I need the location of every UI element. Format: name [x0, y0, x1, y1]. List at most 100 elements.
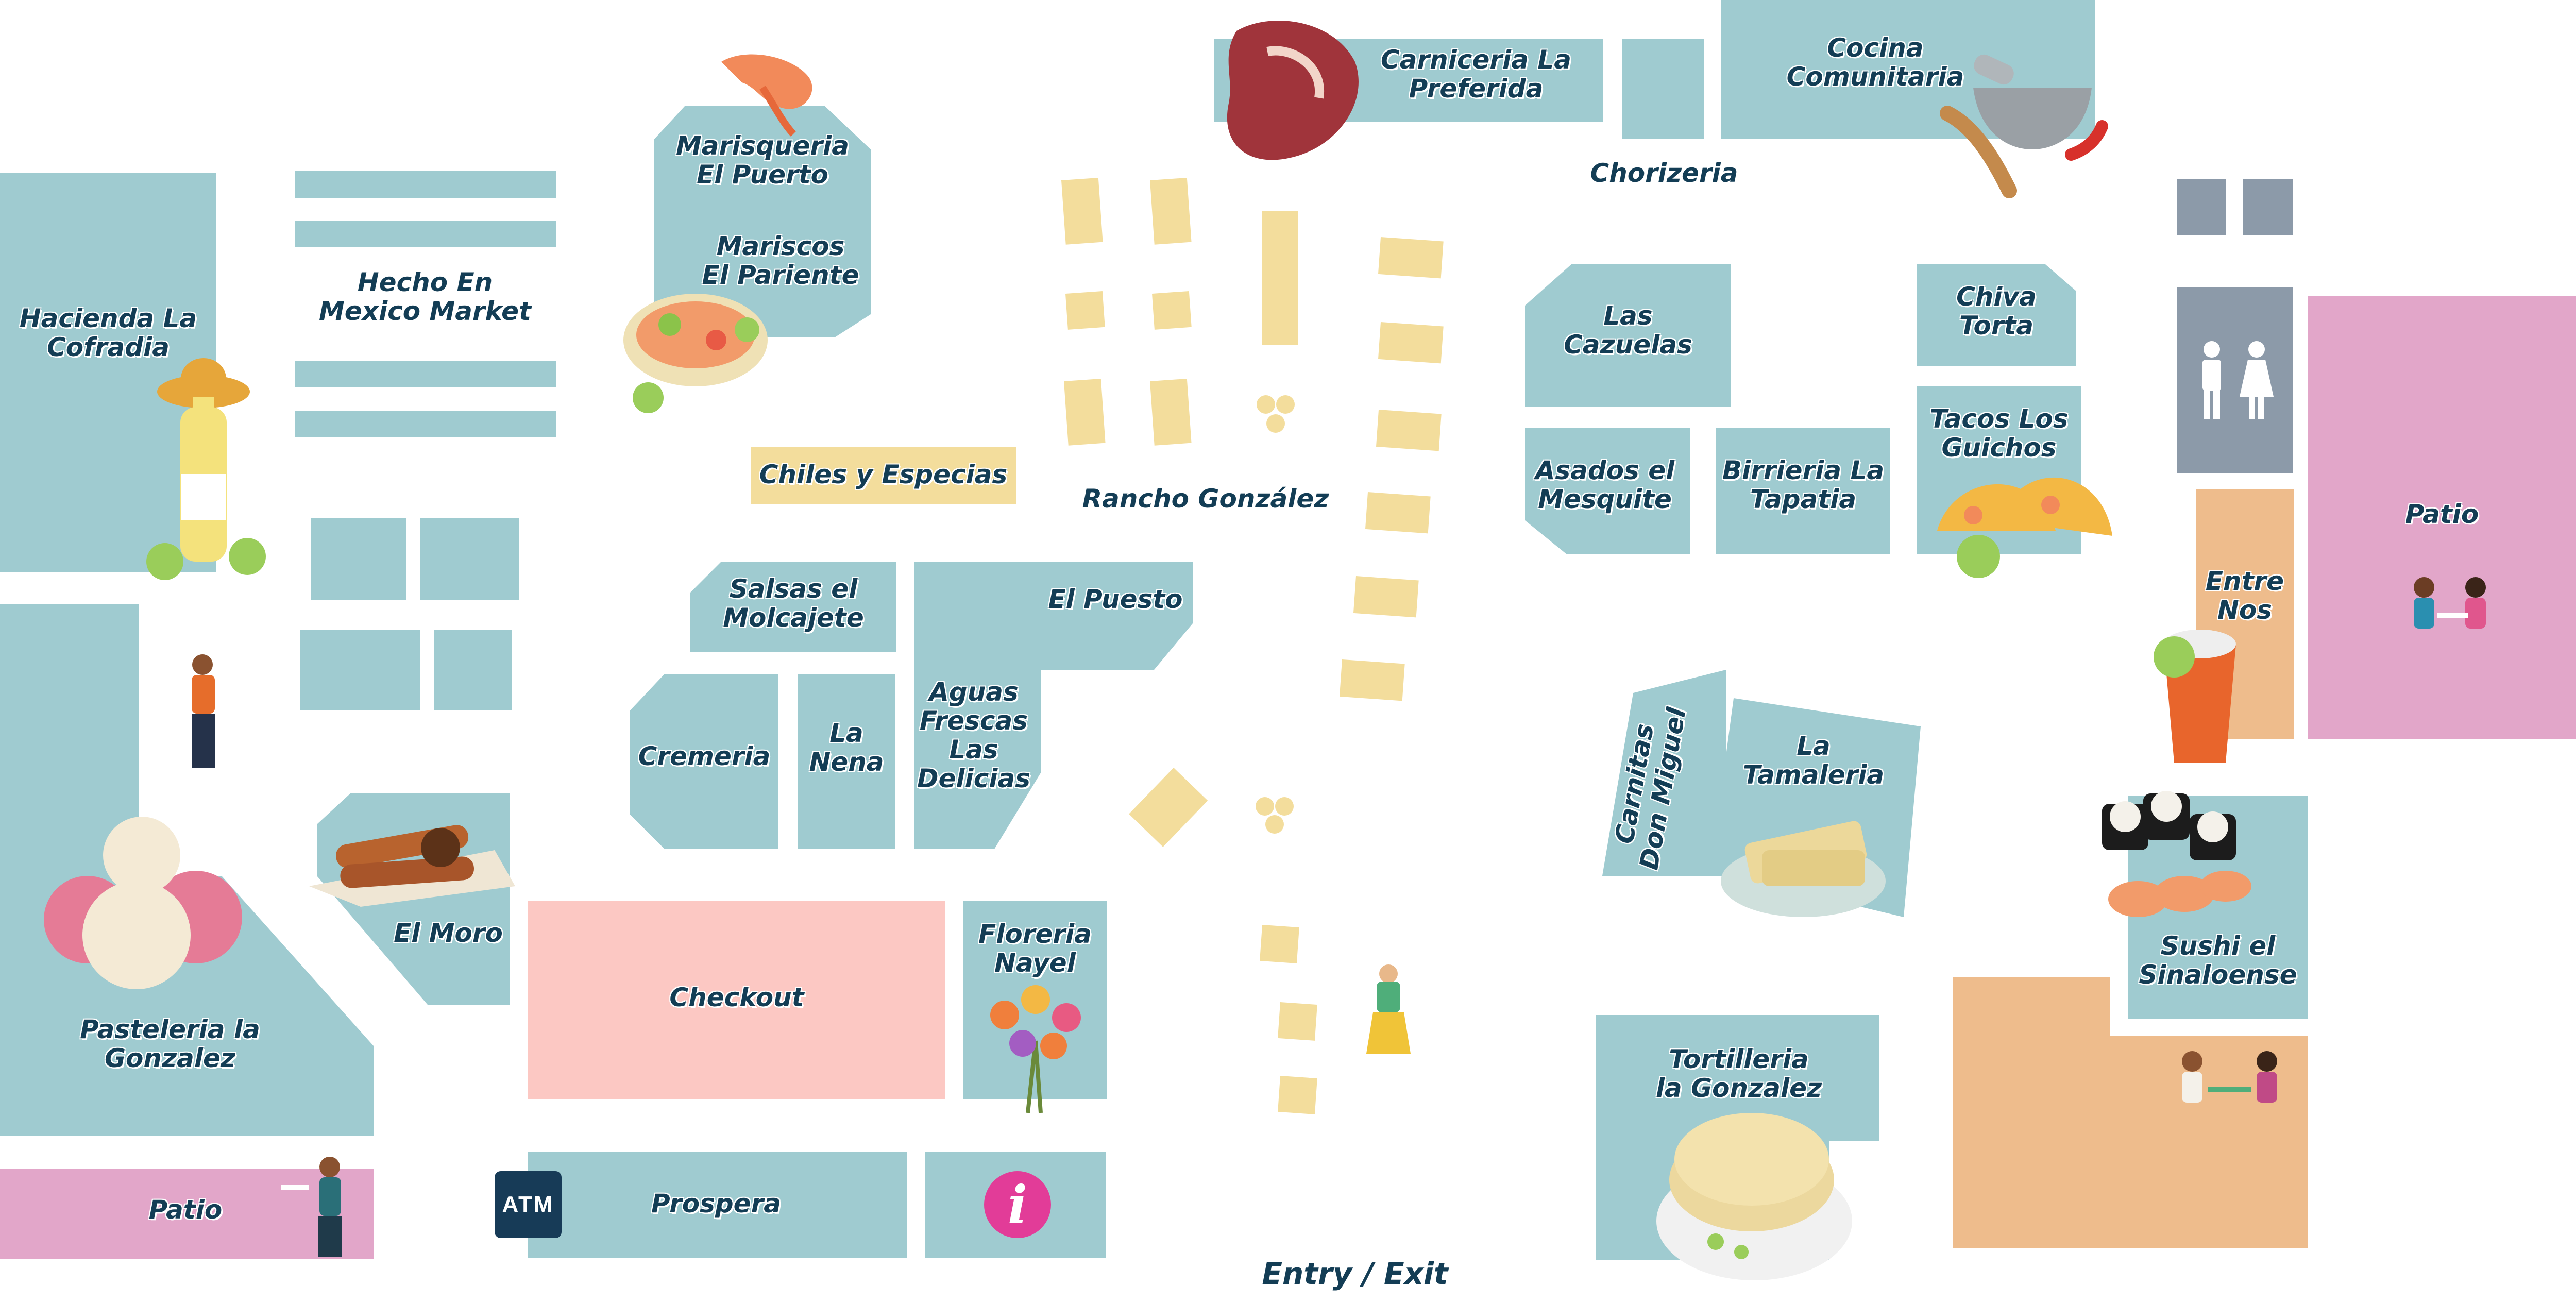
checkout-shape[interactable]	[528, 901, 945, 1099]
flowers-illustration	[990, 985, 1081, 1113]
patio-left-diner-illustration	[281, 1157, 342, 1257]
stall-cazuelas-shape[interactable]	[1525, 264, 1731, 407]
kiosk	[1150, 378, 1192, 446]
stall-hecho-bar-1	[295, 171, 556, 198]
stall-small-1[interactable]	[311, 518, 406, 600]
label-tacos-guichos: Tacos Los Guichos	[1929, 404, 2069, 463]
stall-small-top[interactable]	[1622, 39, 1704, 139]
label-sushi: Sushi el Sinaloense	[2139, 931, 2297, 990]
label-el-moro: El Moro	[394, 918, 503, 948]
shrimp-illustration	[721, 54, 812, 137]
label-carniceria: Carniceria La Preferida	[1381, 45, 1571, 104]
entry-exit-label[interactable]: Entry / Exit	[1262, 1256, 1448, 1291]
kiosk	[1064, 378, 1106, 446]
restroom-shape[interactable]	[2177, 287, 2293, 473]
stall-hecho-bar-2	[295, 221, 556, 247]
table-dot	[1275, 797, 1294, 816]
label-cocina: Cocina Comunitaria	[1786, 33, 1964, 92]
stall-asados-shape[interactable]	[1525, 428, 1690, 554]
label-entre-nos: Entre Nos	[2205, 566, 2284, 625]
patio-diners-illustration	[2414, 577, 2486, 629]
label-floreria: Floreria Nayel	[978, 919, 1092, 978]
stall-chiva-shape[interactable]	[1917, 264, 2076, 366]
label-chorizeria: Chorizeria	[1590, 158, 1738, 188]
label-cremeria: Cremeria	[638, 741, 771, 771]
steak-illustration	[1227, 21, 1359, 160]
kiosk	[1260, 925, 1299, 963]
stall-birrieria-shape[interactable]	[1716, 428, 1890, 554]
stall-la-nena-shape[interactable]	[798, 674, 895, 849]
label-rancho: Rancho González	[1082, 484, 1329, 514]
drink-illustration	[2154, 630, 2236, 763]
label-checkout: Checkout	[669, 983, 804, 1012]
conchas-illustration	[44, 817, 242, 989]
kiosk	[1353, 576, 1419, 618]
label-patio-left: Patio	[148, 1195, 223, 1225]
label-mariscos: Mariscos El Pariente	[702, 231, 859, 290]
label-pasteleria: Pasteleria la Gonzalez	[80, 1014, 260, 1073]
kiosk	[1061, 177, 1103, 245]
label-birrieria: Birrieria La Tapatia	[1722, 455, 1885, 514]
dining-area-shape[interactable]	[1953, 977, 2308, 1248]
tacos-illustration	[1937, 477, 2112, 578]
label-las-cazuelas: Las Cazuelas	[1564, 301, 1692, 360]
sushi-illustration	[2102, 791, 2251, 917]
kiosk	[1376, 410, 1442, 451]
table-dot	[1257, 395, 1275, 414]
label-la-nena: La Nena	[809, 718, 884, 777]
churros-illustration	[309, 825, 515, 907]
kiosk	[1378, 322, 1444, 364]
stall-carnitas-shape[interactable]	[1602, 670, 1726, 876]
label-asados: Asados el Mesquite	[1535, 455, 1675, 514]
label-patio-right: Patio	[2405, 499, 2479, 529]
ceviche-illustration	[623, 294, 768, 413]
table-dot	[1265, 815, 1284, 834]
atm-icon[interactable]: ATM	[495, 1171, 562, 1238]
stall-pasteleria-shape[interactable]	[0, 604, 374, 1136]
label-hacienda: Hacienda La Cofradia	[19, 303, 197, 362]
restroom-box-1	[2177, 179, 2226, 235]
kiosk	[1378, 237, 1444, 279]
label-salsas: Salsas el Molcajete	[723, 574, 864, 633]
kiosk-chiles-shape[interactable]	[751, 447, 1016, 504]
stall-small-3[interactable]	[300, 630, 420, 710]
kiosk	[1278, 1076, 1317, 1114]
table-dot	[1276, 395, 1295, 414]
label-chiles: Chiles y Especias	[759, 460, 1008, 489]
person-illustration	[192, 654, 215, 768]
kiosk	[1065, 291, 1105, 330]
tamales-illustration	[1721, 821, 1886, 917]
label-la-tamaleria: La Tamaleria	[1742, 731, 1885, 790]
stall-marisqueria-shape[interactable]	[654, 106, 871, 337]
label-aguas-frescas: Aguas Frescas Las Delicias	[917, 677, 1030, 793]
shopper-illustration	[1366, 964, 1411, 1054]
stall-prospera-shape[interactable]	[528, 1152, 907, 1258]
molcajete-illustration	[1940, 54, 2108, 198]
stall-small-4[interactable]	[434, 630, 512, 710]
stall-cremeria-shape[interactable]	[630, 674, 778, 849]
kiosk	[1278, 1002, 1317, 1041]
kiosk	[1365, 492, 1431, 534]
dining-diners-illustration	[2182, 1051, 2277, 1103]
label-el-puesto: El Puesto	[1048, 584, 1183, 614]
label-marisqueria: Marisqueria El Puerto	[676, 131, 849, 190]
tortillas-illustration	[1656, 1113, 1852, 1280]
stall-salsas-shape[interactable]	[690, 562, 896, 652]
stall-hecho-bar-3	[295, 361, 556, 387]
restroom-icon	[2192, 340, 2277, 422]
stall-el-puesto-shape[interactable]	[914, 562, 1193, 849]
stall-small-2[interactable]	[420, 518, 519, 600]
label-prospera: Prospera	[651, 1189, 781, 1219]
kiosk	[1262, 211, 1298, 345]
info-icon[interactable]: i	[984, 1171, 1051, 1238]
restroom-box-2	[2243, 179, 2293, 235]
patio-left-shape[interactable]	[0, 1169, 374, 1259]
table-dot	[1256, 797, 1274, 816]
stall-hecho-bar-4	[295, 411, 556, 437]
rancho-kiosks	[1061, 177, 1444, 1114]
kiosk	[1129, 768, 1208, 847]
patio-right-shape[interactable]	[2308, 296, 2576, 739]
kiosk	[1339, 659, 1405, 701]
